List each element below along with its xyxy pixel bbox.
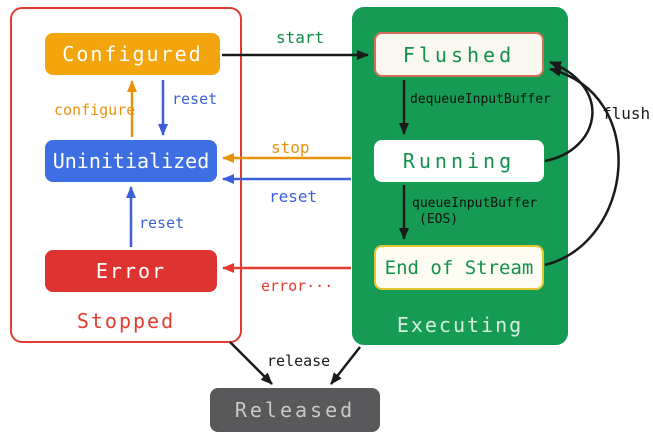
state-configured: Configured (45, 33, 220, 75)
state-end-of-stream: End of Stream (374, 245, 544, 290)
state-flushed: Flushed (374, 32, 544, 77)
stop-transition-label: stop (271, 138, 310, 157)
start-transition-label: start (276, 28, 325, 47)
state-error: Error (45, 250, 217, 292)
executing-group-label: Executing (396, 313, 524, 337)
reset-from-executing-label: reset (269, 187, 318, 206)
dequeue-input-buffer-label: dequeueInputBuffer (410, 92, 551, 107)
reset-from-configured-label: reset (172, 90, 218, 108)
state-released: Released (210, 388, 380, 432)
flush-transition-label: flush (602, 104, 651, 123)
reset-from-error-label: reset (139, 214, 185, 232)
configure-transition-label: configure (54, 101, 136, 119)
queue-input-buffer-label: queueInputBuffer (412, 196, 538, 211)
arrow-release-executing-to-released (330, 346, 361, 385)
stopped-group-label: Stopped (76, 309, 176, 333)
error-transition-label: error··· (261, 277, 334, 295)
state-uninitialized: Uninitialized (45, 140, 217, 182)
state-running: Running (374, 140, 544, 182)
arrow-release-stopped-to-released (229, 341, 273, 385)
queue-input-buffer-eos-label: (EOS) (419, 212, 459, 227)
release-transition-label: release (267, 352, 331, 370)
